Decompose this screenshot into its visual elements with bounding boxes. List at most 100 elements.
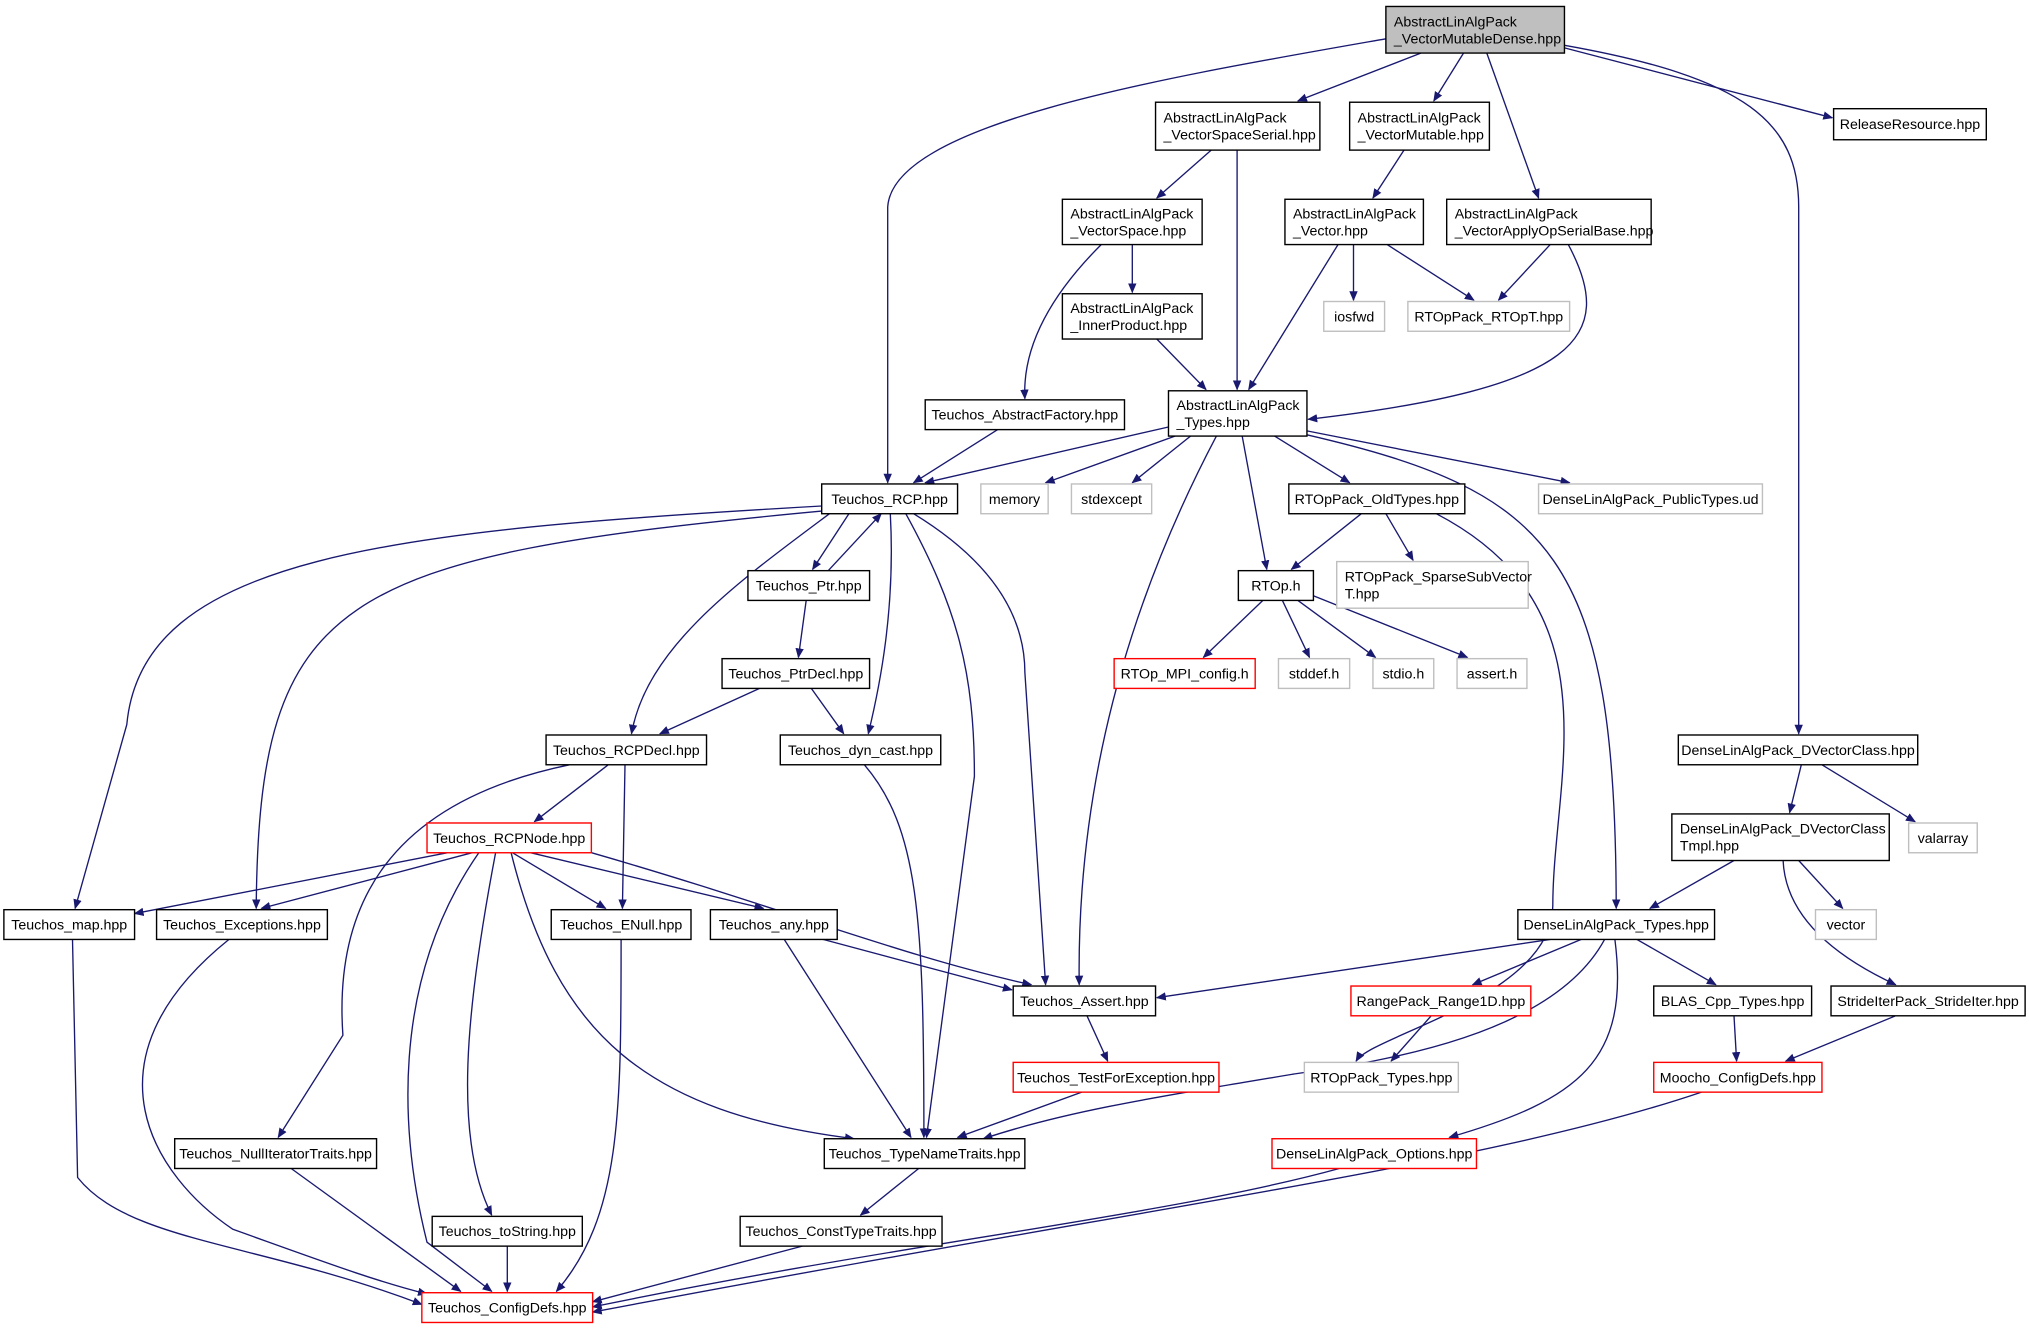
- edge-map-to-cfgdefs: [71, 939, 423, 1306]
- edge-rcp-to-dyncast: [866, 513, 893, 735]
- node-label: _VectorSpace.hpp: [1069, 223, 1186, 239]
- node-rcp[interactable]: Teuchos_RCP.hpp: [820, 483, 959, 515]
- edge-dvc-to-dvct: [1787, 764, 1802, 814]
- edge-rcpnode-to-enull: [512, 852, 607, 909]
- edge-types-to-rcp: [924, 426, 1169, 485]
- node-label: stdexcept: [1081, 492, 1142, 508]
- node-rtoph[interactable]: RTOp.h: [1237, 569, 1315, 602]
- edge-dvct-to-dlatypes: [1649, 859, 1735, 909]
- node-label: Teuchos_Assert.hpp: [1020, 994, 1149, 1010]
- node-stdio[interactable]: stdio.h: [1372, 657, 1435, 690]
- node-label: Teuchos_map.hpp: [11, 918, 127, 934]
- node-box: [924, 399, 1126, 431]
- node-ctt[interactable]: Teuchos_ConstTypeTraits.hpp: [739, 1215, 943, 1247]
- edge-rcpnode-to-tostr: [466, 852, 497, 1216]
- node-label: Teuchos_toString.hpp: [439, 1224, 576, 1240]
- node-rtopt[interactable]: RTOpPack_RTOpT.hpp: [1407, 300, 1571, 332]
- node-box: [1671, 813, 1890, 862]
- node-vector[interactable]: vector: [1814, 908, 1878, 941]
- node-vec[interactable]: AbstractLinAlgPack_Vector.hpp: [1284, 198, 1425, 246]
- node-label: RTOpPack_RTOpT.hpp: [1414, 309, 1563, 325]
- node-box: [1830, 985, 2026, 1017]
- node-box: [1271, 1138, 1478, 1170]
- node-dyncast[interactable]: Teuchos_dyn_cast.hpp: [779, 734, 942, 766]
- node-tostr[interactable]: Teuchos_toString.hpp: [431, 1215, 584, 1247]
- edge-rcpdecl-to-nullit: [277, 764, 570, 1139]
- edge-vs-to-absfact: [1020, 244, 1102, 400]
- edge-dlaopt-to-cfgdefs: [591, 1167, 1340, 1310]
- node-ptr[interactable]: Teuchos_Ptr.hpp: [747, 569, 871, 602]
- node-root[interactable]: AbstractLinAlgPack_VectorMutableDense.hp…: [1385, 5, 1566, 54]
- node-rcpnode[interactable]: Teuchos_RCPNode.hpp: [426, 822, 593, 854]
- node-types[interactable]: AbstractLinAlgPack_Types.hpp: [1167, 390, 1308, 437]
- node-label: AbstractLinAlgPack: [1164, 111, 1288, 127]
- node-label: valarray: [1918, 831, 1969, 847]
- node-stdexcept[interactable]: stdexcept: [1070, 483, 1153, 515]
- node-dlaopt[interactable]: DenseLinAlgPack_Options.hpp: [1271, 1138, 1478, 1170]
- edge-ctt-to-cfgdefs: [591, 1245, 803, 1304]
- node-absfact[interactable]: Teuchos_AbstractFactory.hpp: [924, 399, 1126, 431]
- node-cfgdefs[interactable]: Teuchos_ConfigDefs.hpp: [421, 1292, 594, 1324]
- node-tassert[interactable]: Teuchos_Assert.hpp: [1012, 985, 1157, 1017]
- edge-rcp-to-exc: [252, 510, 822, 910]
- node-nullit[interactable]: Teuchos_NullIteratorTraits.hpp: [173, 1138, 378, 1170]
- node-any[interactable]: Teuchos_any.hpp: [709, 908, 838, 941]
- node-label: Teuchos_Exceptions.hpp: [163, 918, 321, 934]
- node-dlatypes[interactable]: DenseLinAlgPack_Types.hpp: [1517, 908, 1716, 941]
- node-vaosb[interactable]: AbstractLinAlgPack_VectorApplyOpSerialBa…: [1445, 198, 1654, 246]
- node-range[interactable]: RangePack_Range1D.hpp: [1350, 985, 1532, 1017]
- node-tfe[interactable]: Teuchos_TestForException.hpp: [1012, 1061, 1220, 1093]
- node-blas[interactable]: BLAS_Cpp_Types.hpp: [1653, 985, 1813, 1017]
- node-rcpdecl[interactable]: Teuchos_RCPDecl.hpp: [545, 734, 708, 766]
- node-memory[interactable]: memory: [980, 483, 1049, 515]
- node-vss[interactable]: AbstractLinAlgPack_VectorSpaceSerial.hpp: [1154, 101, 1321, 151]
- node-stride[interactable]: StrideIterPack_StrideIter.hpp: [1830, 985, 2026, 1017]
- edge-types-to-tassert: [1074, 435, 1217, 986]
- edge-types-to-rtoph: [1241, 435, 1270, 571]
- node-box: [1323, 300, 1386, 332]
- node-mpicfg[interactable]: RTOp_MPI_config.h: [1113, 657, 1256, 690]
- node-iosfwd[interactable]: iosfwd: [1323, 300, 1386, 332]
- node-tnt[interactable]: Teuchos_TypeNameTraits.hpp: [823, 1138, 1026, 1170]
- node-relres[interactable]: ReleaseResource.hpp: [1832, 107, 1987, 141]
- node-label: _Types.hpp: [1175, 415, 1249, 431]
- node-assert[interactable]: assert.h: [1456, 657, 1528, 690]
- node-label: RTOpPack_Types.hpp: [1310, 1070, 1452, 1086]
- node-box: [1070, 483, 1153, 515]
- node-dvc[interactable]: DenseLinAlgPack_DVectorClass.hpp: [1677, 734, 1919, 766]
- node-rtoptypes[interactable]: RTOpPack_Types.hpp: [1303, 1061, 1460, 1093]
- node-label: Teuchos_ConstTypeTraits.hpp: [746, 1224, 937, 1240]
- node-box: [820, 483, 959, 515]
- node-ip[interactable]: AbstractLinAlgPack_InnerProduct.hpp: [1061, 293, 1203, 340]
- node-box: [1517, 908, 1716, 941]
- node-exc[interactable]: Teuchos_Exceptions.hpp: [155, 908, 329, 941]
- edge-ptr-to-ptrdecl: [795, 600, 807, 659]
- edge-ptrdecl-to-rcpdecl: [658, 687, 760, 735]
- node-label: _VectorMutable.hpp: [1357, 128, 1484, 144]
- edge-root-to-relres: [1564, 47, 1834, 120]
- node-dlapt[interactable]: DenseLinAlgPack_PublicTypes.ud: [1537, 483, 1764, 515]
- node-box: [1336, 560, 1529, 609]
- node-vm[interactable]: AbstractLinAlgPack_VectorMutable.hpp: [1348, 101, 1491, 151]
- node-oldtypes[interactable]: RTOpPack_OldTypes.hpp: [1288, 483, 1466, 515]
- node-label: Teuchos_dyn_cast.hpp: [788, 743, 933, 759]
- node-moocfg[interactable]: Moocho_ConfigDefs.hpp: [1653, 1061, 1823, 1093]
- node-valarray[interactable]: valarray: [1907, 822, 1978, 854]
- node-box: [1537, 483, 1764, 515]
- node-label: assert.h: [1467, 667, 1517, 683]
- node-vs[interactable]: AbstractLinAlgPack_VectorSpace.hpp: [1061, 198, 1203, 246]
- edge-vec-to-types: [1248, 244, 1339, 391]
- node-label: DenseLinAlgPack_Options.hpp: [1276, 1147, 1472, 1163]
- edge-dvc-to-valarray: [1821, 764, 1916, 823]
- node-stddef[interactable]: stddef.h: [1277, 657, 1351, 690]
- node-ptrdecl[interactable]: Teuchos_PtrDecl.hpp: [721, 657, 871, 690]
- node-label: AbstractLinAlgPack: [1070, 301, 1194, 317]
- edge-enull-to-cfgdefs: [555, 939, 622, 1293]
- node-box: [1456, 657, 1528, 690]
- edge-ptr-to-rcp: [827, 512, 882, 572]
- node-map[interactable]: Teuchos_map.hpp: [3, 908, 136, 941]
- node-enull[interactable]: Teuchos_ENull.hpp: [550, 908, 692, 941]
